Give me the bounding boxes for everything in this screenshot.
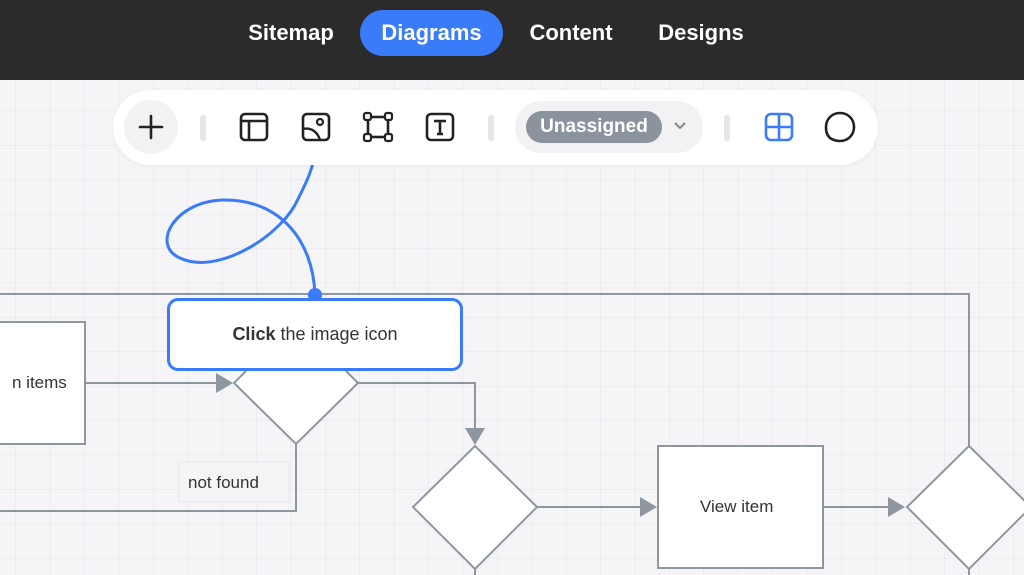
add-button[interactable]	[124, 100, 178, 154]
tooltip-bold: Click	[232, 324, 276, 344]
chevron-down-icon[interactable]	[673, 121, 687, 131]
assignee-value: Unassigned	[526, 111, 662, 143]
edge-label-not-found: not found	[188, 473, 259, 492]
layout-tool[interactable]	[236, 109, 272, 145]
arrowhead	[640, 497, 657, 517]
tab-diagrams[interactable]: Diagrams	[360, 10, 503, 56]
frame-tool[interactable]	[360, 109, 396, 145]
decision-node[interactable]	[905, 444, 1024, 571]
text-tool[interactable]	[422, 109, 458, 145]
decision-node[interactable]	[411, 444, 539, 571]
top-nav: Sitemap Diagrams Content Designs	[0, 0, 1024, 80]
grid-view-toggle[interactable]	[761, 109, 797, 145]
divider	[488, 115, 494, 141]
connector	[358, 382, 476, 430]
frame-icon	[362, 111, 394, 143]
divider	[724, 115, 730, 141]
pointer-arrow	[165, 151, 317, 296]
layout-icon	[239, 112, 269, 142]
image-tool[interactable]	[298, 109, 334, 145]
connector-not-found	[0, 444, 297, 512]
text-icon	[425, 112, 455, 142]
grid-icon	[764, 112, 794, 142]
edge-label-box	[178, 461, 290, 503]
arrowhead	[216, 373, 233, 393]
divider	[200, 115, 206, 141]
arrowhead	[465, 428, 485, 445]
view-item-node[interactable]	[657, 445, 824, 569]
tab-designs[interactable]: Designs	[658, 20, 744, 45]
image-icon	[301, 112, 331, 142]
tooltip-text: the image icon	[275, 324, 398, 344]
node-label: n items	[12, 373, 67, 392]
comment-icon	[824, 111, 856, 143]
connector-loop	[0, 293, 970, 446]
tab-sitemap[interactable]: Sitemap	[248, 20, 334, 45]
comment-button[interactable]	[822, 109, 858, 145]
process-node[interactable]	[0, 321, 86, 445]
arrowhead	[888, 497, 905, 517]
node-label-view-item: View item	[700, 497, 774, 516]
tab-content[interactable]: Content	[529, 20, 613, 45]
plus-icon	[138, 114, 164, 140]
tooltip: Click the image icon	[167, 298, 463, 371]
